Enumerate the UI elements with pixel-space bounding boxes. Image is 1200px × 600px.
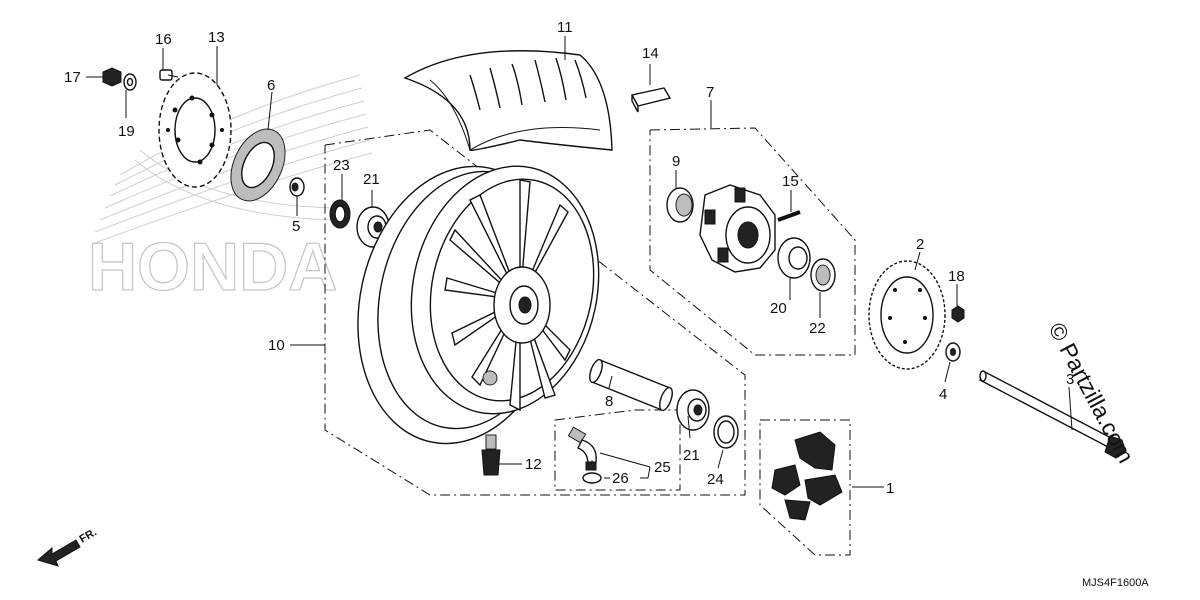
- dust-seal: [329, 199, 351, 229]
- callout-17: 17: [64, 69, 81, 86]
- stud-bolt: [777, 210, 801, 222]
- copyright-watermark: © Partzilla.com: [1044, 318, 1140, 467]
- collar-9: [666, 187, 694, 223]
- callout-23: 23: [333, 157, 350, 174]
- wheel-assembly-outline: [324, 129, 746, 496]
- damper-group-outline: [759, 419, 851, 556]
- driven-sprocket: [868, 260, 946, 370]
- distance-collar: [589, 358, 673, 412]
- valve-stem: [481, 434, 501, 476]
- disc-bolt: [159, 69, 179, 81]
- front-direction-arrow: FR.: [36, 526, 99, 567]
- bearing-20: [777, 237, 811, 279]
- oil-seal-right: [713, 415, 739, 449]
- sprocket-washer: [945, 342, 961, 362]
- callout-16: 16: [155, 31, 172, 48]
- wheel-rim: [357, 165, 600, 445]
- rear-axle: [979, 370, 1127, 459]
- callout-9: 9: [672, 153, 680, 170]
- gasket-plate: [230, 128, 286, 202]
- callout-26: 26: [612, 470, 629, 487]
- collar: [289, 177, 305, 197]
- callout-3: 3: [1066, 371, 1074, 388]
- valve-group-outline: [554, 409, 681, 491]
- callout-18: 18: [948, 268, 965, 285]
- callout-labels: 11 14 7 13 16 17 19 6 5 23 21 9 15 20 22…: [64, 19, 1074, 497]
- callout-21-right: 21: [683, 447, 700, 464]
- callout-4: 4: [939, 386, 947, 403]
- washer: [123, 73, 137, 91]
- honda-watermark-text: HONDA: [88, 229, 337, 305]
- o-ring: [582, 472, 602, 484]
- damper-rubbers: [771, 431, 843, 521]
- callout-6: 6: [267, 77, 275, 94]
- bearing-right: [676, 389, 710, 431]
- callout-12: 12: [525, 456, 542, 473]
- callout-10: 10: [268, 337, 285, 354]
- nut: [102, 67, 122, 87]
- callout-2: 2: [916, 236, 924, 253]
- callout-19: 19: [118, 123, 135, 140]
- callout-14: 14: [642, 45, 659, 62]
- callout-15: 15: [782, 173, 799, 190]
- final-driven-flange: [699, 184, 776, 273]
- hub-assembly-outline: [649, 127, 856, 356]
- leader-lines: [86, 36, 1073, 488]
- honda-watermark: HONDA: [87, 74, 373, 306]
- front-label: FR.: [78, 526, 99, 545]
- balance-weight: [630, 87, 672, 113]
- dust-seal-22: [810, 258, 836, 292]
- callout-13: 13: [208, 29, 225, 46]
- callout-20: 20: [770, 300, 787, 317]
- callout-5: 5: [292, 218, 300, 235]
- callout-7: 7: [706, 84, 714, 101]
- callout-8: 8: [605, 393, 613, 410]
- callout-24: 24: [707, 471, 724, 488]
- callout-22: 22: [809, 320, 826, 337]
- callout-11: 11: [557, 19, 573, 36]
- callout-25: 25: [654, 459, 671, 476]
- diagram-code: MJS4F1600A: [1082, 577, 1149, 589]
- tire: [403, 50, 613, 151]
- sprocket-nut: [951, 305, 965, 323]
- brake-disc: [158, 72, 232, 188]
- angled-valve: [567, 426, 597, 471]
- callout-1: 1: [886, 480, 894, 497]
- callout-21-left: 21: [363, 171, 380, 188]
